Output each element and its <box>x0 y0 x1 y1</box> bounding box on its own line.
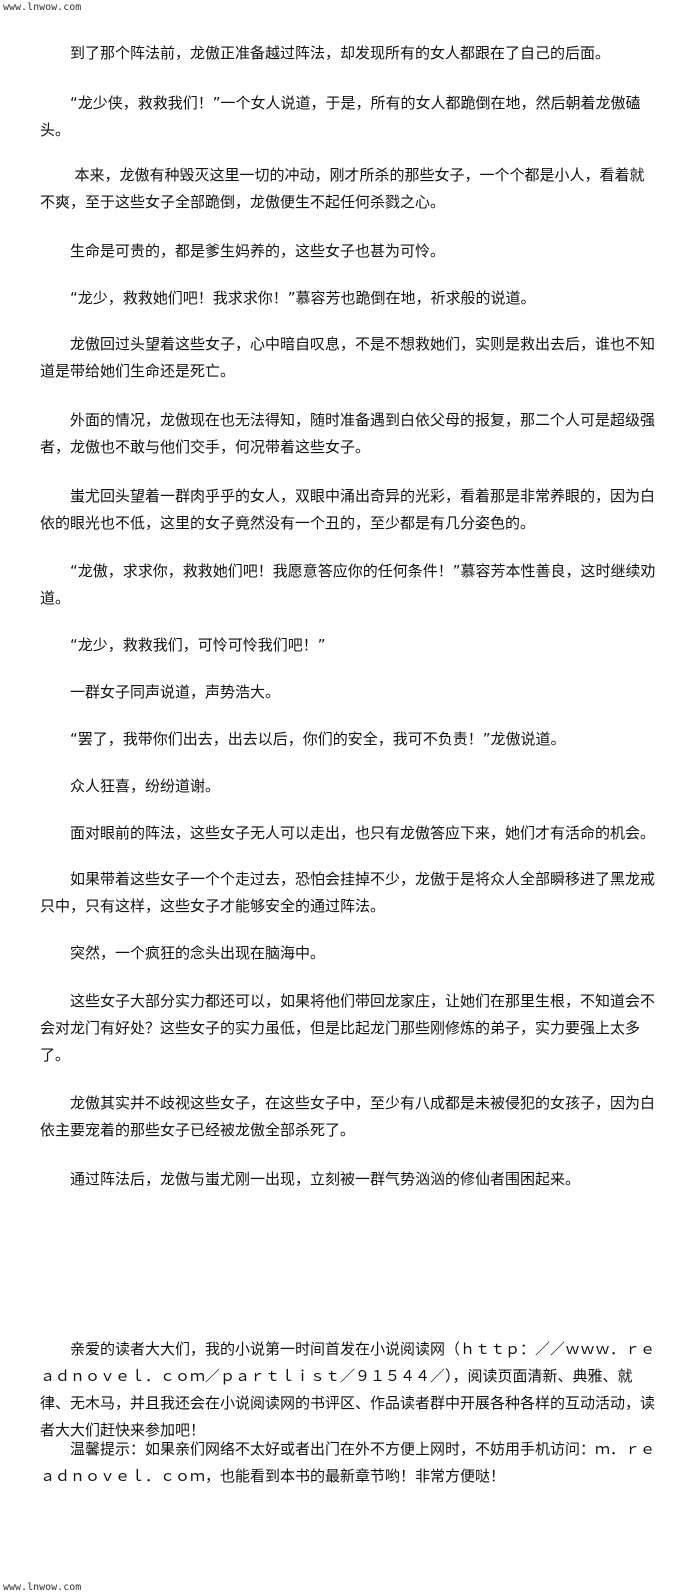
paragraph-5: “龙少，救救她们吧！我求求你！”慕容芳也跪倒在地，祈求般的说道。 <box>70 289 536 307</box>
paragraph-10: “龙少，救救我们，可怜可怜我们吧！” <box>70 636 326 654</box>
paragraph-3: 本来，龙傲有种毁灭这里一切的冲动，刚才所杀的那些女子，一个个都是小人，看着就不爽… <box>40 166 645 211</box>
paragraph-16: 突然，一个疯狂的念头出现在脑海中。 <box>70 944 326 962</box>
paragraph-14: 面对眼前的阵法，这些女子无人可以走出，也只有龙傲答应下来，她们才有活命的机会。 <box>70 824 656 842</box>
footer-tip: 温馨提示：如果亲们网络不太好或者出门在外不方便上网时，不妨用手机访问：ｍ．ｒｅａ… <box>40 1440 656 1485</box>
paragraph-7: 外面的情况，龙傲现在也无法得知，随时准备遇到白依父母的报复，那二个人可是超级强者… <box>40 411 656 456</box>
paragraph-13: 众人狂喜，纷纷道谢。 <box>70 777 221 795</box>
paragraph-8: 蚩尤回头望着一群肉乎乎的女人，双眼中涌出奇异的光彩，看着那是非常养眼的，因为白依… <box>40 487 656 532</box>
paragraph-1: 到了那个阵法前，龙傲正准备越过阵法，却发现所有的女人都跟在了自己的后面。 <box>70 44 611 62</box>
paragraph-11: 一群女子同声说道，声势浩大。 <box>70 683 281 701</box>
paragraph-19: 通过阵法后，龙傲与蚩尤刚一出现，立刻被一群气势汹汹的修仙者围困起来。 <box>70 1170 581 1188</box>
paragraph-6: 龙傲回过头望着这些女子，心中暗自叹息，不是不想救她们，实则是救出去后，谁也不知道… <box>40 335 656 380</box>
paragraph-17: 这些女子大部分实力都还可以，如果将他们带回龙家庄，让她们在那里生根，不知道会不会… <box>40 992 656 1064</box>
footer-notice: 亲爱的读者大大们，我的小说第一时间首发在小说阅读网（ｈｔｔｐ：／／ｗｗｗ．ｒｅａ… <box>40 1340 656 1439</box>
paragraph-18: 龙傲其实并不歧视这些女子，在这些女子中，至少有八成都是未被侵犯的女孩子，因为白依… <box>40 1094 656 1139</box>
watermark-top: www.lnwow.com <box>3 2 82 13</box>
paragraph-9: “龙傲，求求你，救救她们吧！我愿意答应你的任何条件！”慕容芳本性善良，这时继续劝… <box>40 562 656 607</box>
paragraph-2: “龙少侠，救救我们！”一个女人说道，于是，所有的女人都跪倒在地，然后朝着龙傲磕头… <box>40 94 641 139</box>
paragraph-4: 生命是可贵的，都是爹生妈养的，这些女子也甚为可怜。 <box>70 242 446 260</box>
watermark-bottom: www.lnwow.com <box>3 1582 82 1593</box>
paragraph-15: 如果带着这些女子一个个走过去，恐怕会挂掉不少，龙傲于是将众人全部瞬移进了黑龙戒只… <box>40 870 656 915</box>
paragraph-12: “罢了，我带你们出去，出去以后，你们的安全，我可不负责！”龙傲说道。 <box>70 730 566 748</box>
